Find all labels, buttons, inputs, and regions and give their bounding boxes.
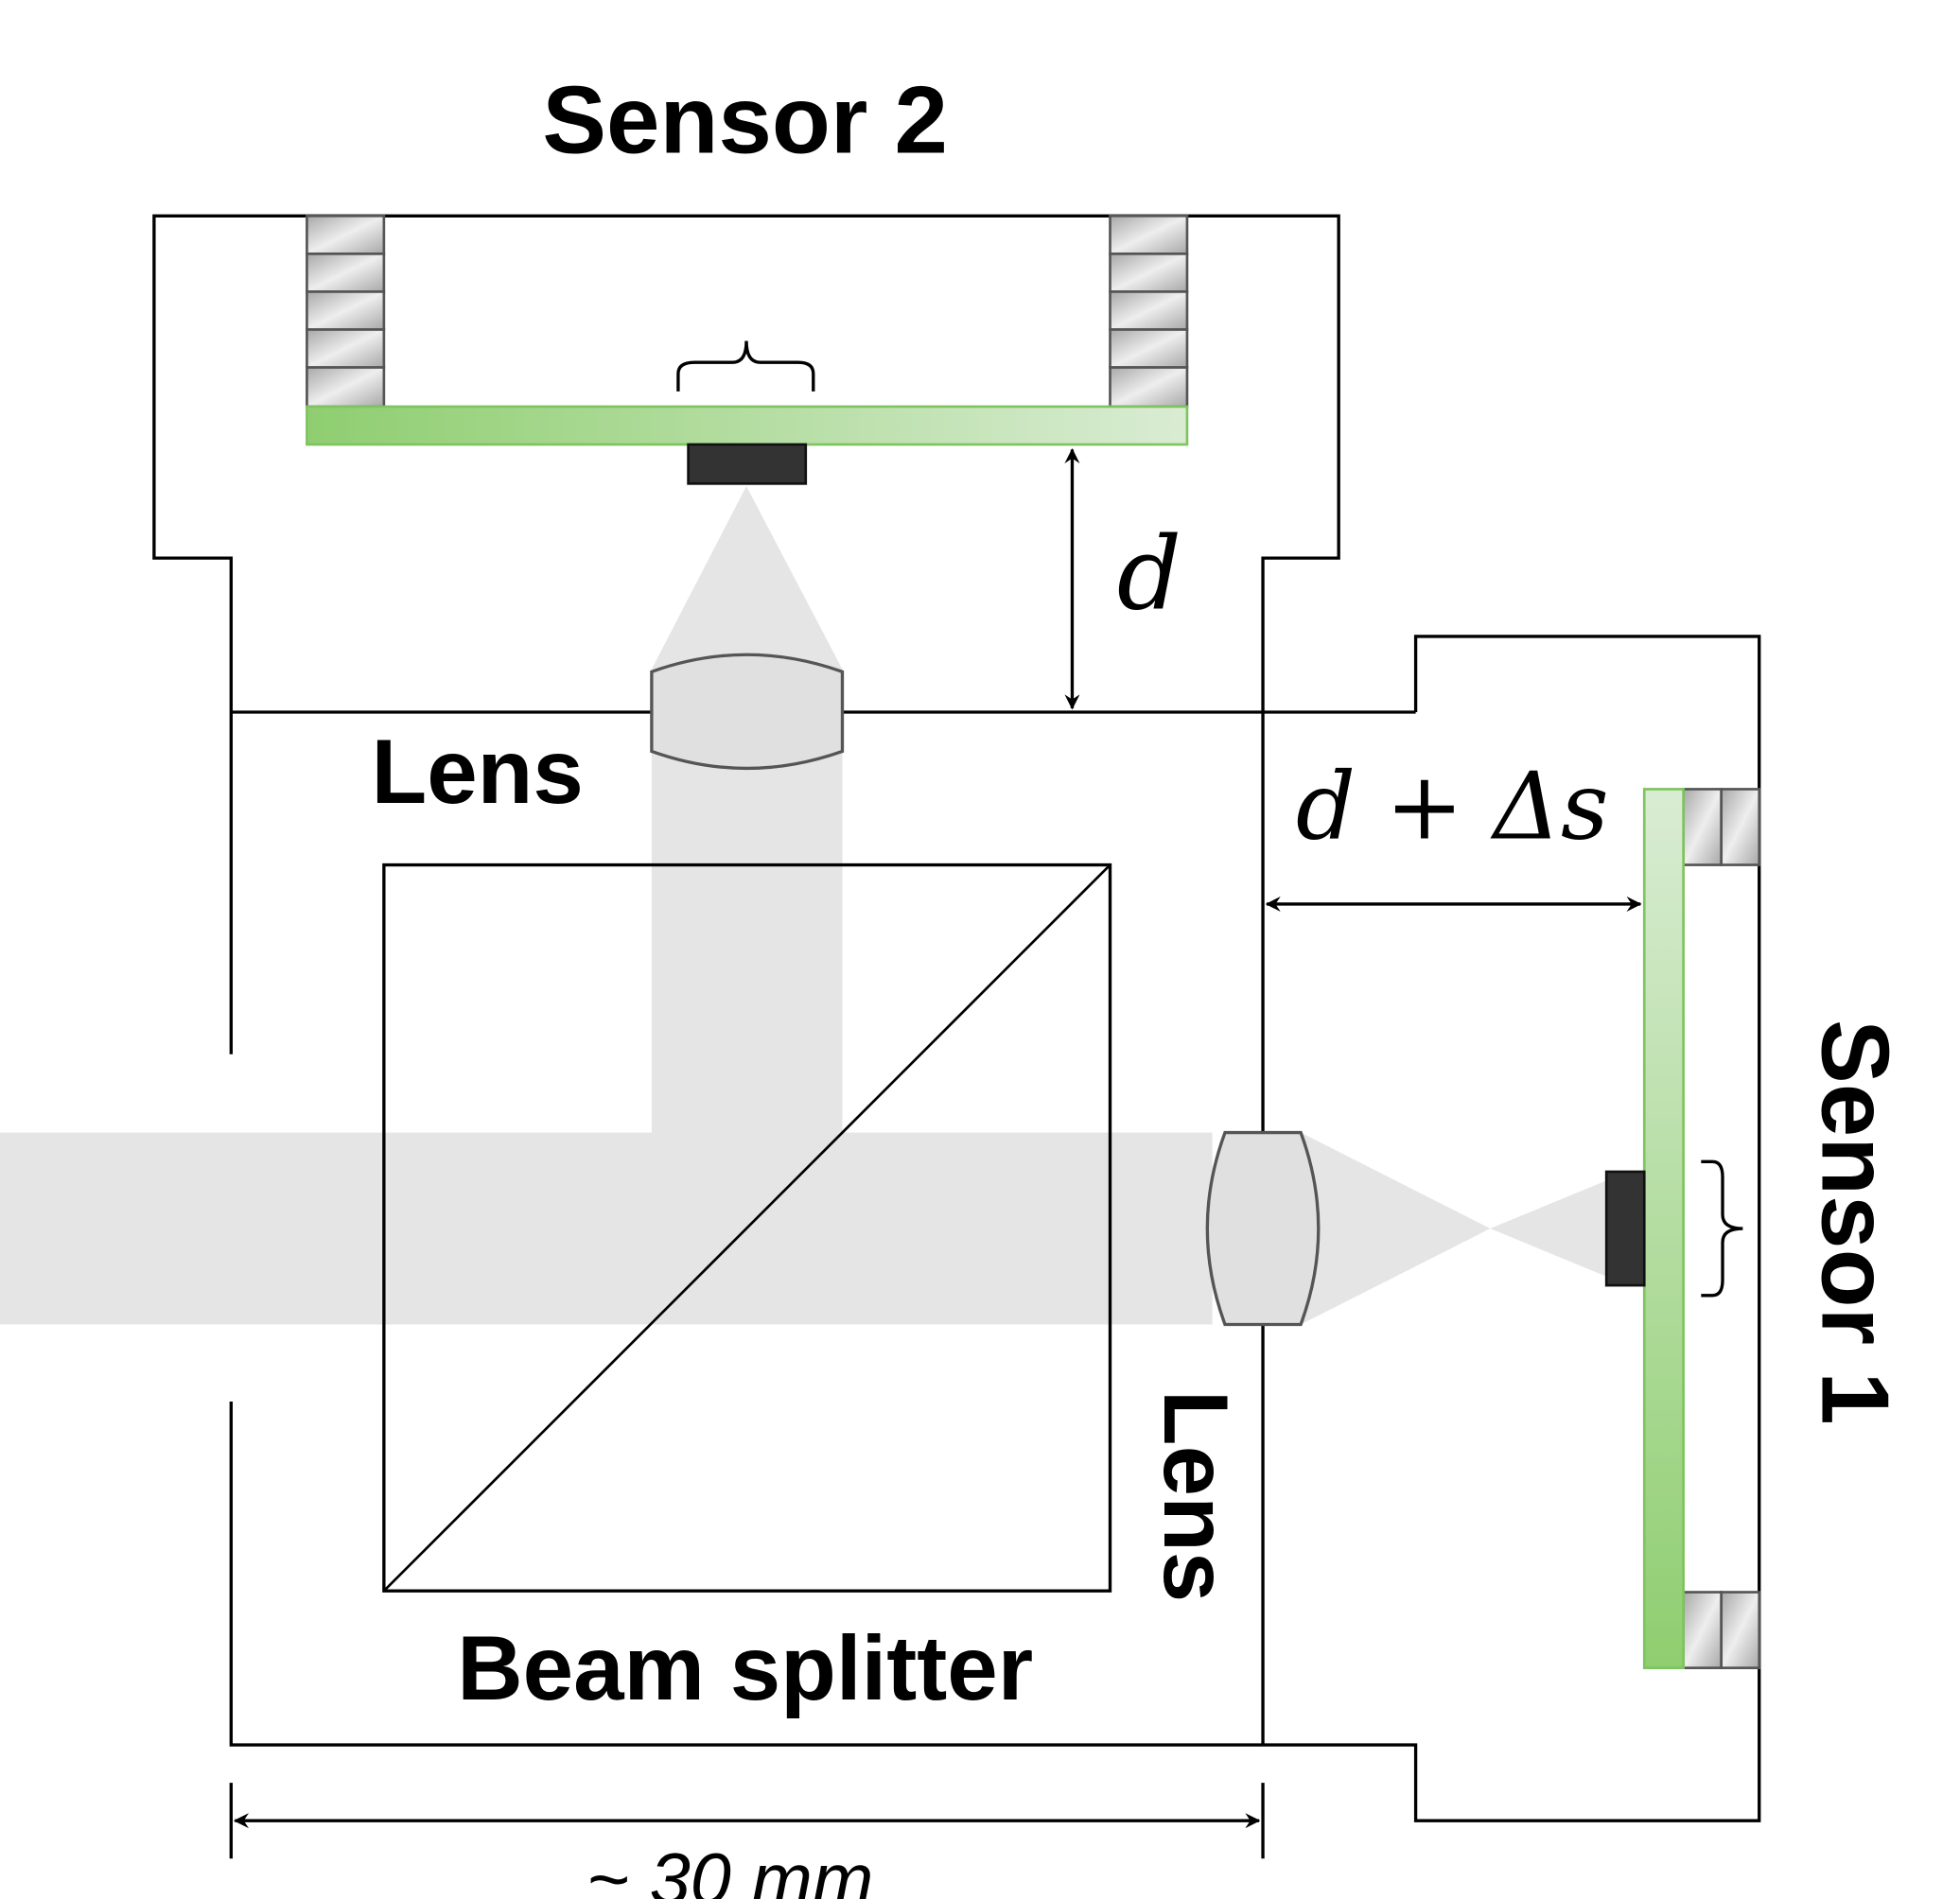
sensor2-board	[306, 405, 1189, 446]
lens-right	[1205, 1130, 1321, 1327]
lens-top	[650, 653, 845, 771]
sensor1-chip	[1604, 1170, 1646, 1287]
housing	[152, 214, 1761, 1822]
lens-top-label: Lens	[371, 722, 583, 823]
sensor2-brace	[676, 340, 815, 392]
d-plus-delta-s-label: d + Δs	[1296, 753, 1609, 862]
sensor1-label: Sensor 1	[1801, 1019, 1909, 1425]
d-label: d	[1117, 516, 1181, 634]
width-label: ~ 30 mm	[586, 1838, 873, 1899]
sensor1-spacers	[1682, 788, 1761, 1669]
sensor1-brace	[1701, 1159, 1743, 1298]
sensor2-label: Sensor 2	[542, 66, 948, 174]
beam-splitter-cube	[382, 862, 1112, 1593]
sensor1-board	[1642, 788, 1685, 1669]
lens-right-label: Lens	[1145, 1390, 1246, 1602]
sensor2-chip	[687, 443, 808, 485]
width-dimension	[229, 1783, 1265, 1859]
beam-splitter-label: Beam splitter	[457, 1618, 1033, 1719]
sensor2-spacers	[306, 215, 1189, 409]
